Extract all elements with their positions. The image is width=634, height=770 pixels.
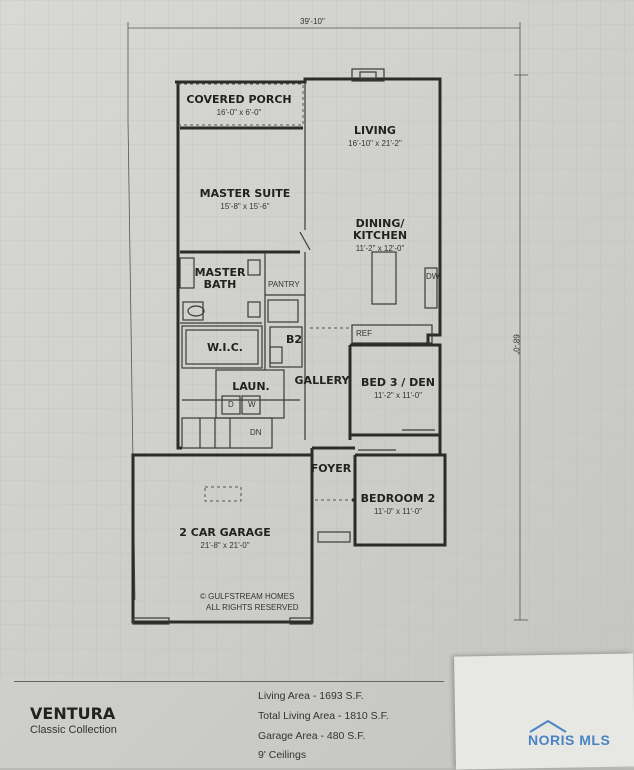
copyright-text: © GULFSTREAM HOMES bbox=[200, 592, 295, 601]
label-d: D bbox=[228, 400, 234, 409]
bed3-den-size: 11'-2" x 11'-0" bbox=[373, 391, 422, 400]
room-bed3-den: BED 3 / DEN bbox=[360, 376, 436, 389]
stat-living-area: Living Area - 1693 S.F. bbox=[258, 690, 364, 702]
living-size: 16'-10" x 21'-2" bbox=[348, 139, 402, 148]
room-pantry: PANTRY bbox=[268, 280, 300, 289]
overlapping-card bbox=[454, 653, 634, 770]
footer-divider bbox=[14, 681, 444, 682]
stat-total-living-area: Total Living Area - 1810 S.F. bbox=[258, 710, 389, 722]
rights-text: ALL RIGHTS RESERVED bbox=[206, 603, 299, 612]
label-w: W bbox=[248, 400, 256, 409]
dining-kitchen-size: 11'-2" x 12'-0" bbox=[355, 244, 405, 253]
covered-porch-size: 16'-0" x 6'-0" bbox=[216, 108, 262, 117]
label-dn: DN bbox=[250, 428, 262, 437]
room-dining-kitchen: DINING/ KITCHEN bbox=[352, 217, 408, 243]
label-dw: DW bbox=[426, 272, 440, 281]
room-covered-porch: COVERED PORCH bbox=[186, 93, 292, 106]
house-logo-icon bbox=[529, 719, 567, 733]
bedroom2-size: 11'-0" x 11'-0" bbox=[373, 507, 422, 516]
room-laundry: LAUN. bbox=[232, 380, 270, 393]
room-wic: W.I.C. bbox=[207, 341, 243, 354]
room-gallery: GALLERY bbox=[294, 374, 350, 387]
room-garage: 2 CAR GARAGE bbox=[179, 526, 271, 539]
room-foyer: FOYER bbox=[310, 462, 352, 475]
room-master-bath: MASTER BATH bbox=[194, 266, 246, 292]
brand-logo: NORIS MLS bbox=[528, 732, 611, 748]
room-living: LIVING bbox=[354, 124, 396, 137]
stat-garage-area: Garage Area - 480 S.F. bbox=[258, 730, 366, 742]
overall-depth-label: 68'-0" bbox=[511, 334, 521, 355]
room-bedroom2: BEDROOM 2 bbox=[360, 492, 436, 505]
label-ref: REF bbox=[356, 329, 372, 338]
room-b2: B2 bbox=[285, 333, 303, 346]
stat-ceilings: 9' Ceilings bbox=[258, 749, 307, 761]
overall-width-label: 39'-10" bbox=[300, 17, 325, 26]
garage-size: 21'-8" x 21'-0" bbox=[200, 541, 250, 550]
collection-name: Classic Collection bbox=[30, 724, 117, 736]
model-name: VENTURA bbox=[30, 704, 116, 723]
room-master-suite: MASTER SUITE bbox=[199, 187, 291, 200]
master-suite-size: 15'-8" x 15'-6" bbox=[220, 202, 270, 211]
